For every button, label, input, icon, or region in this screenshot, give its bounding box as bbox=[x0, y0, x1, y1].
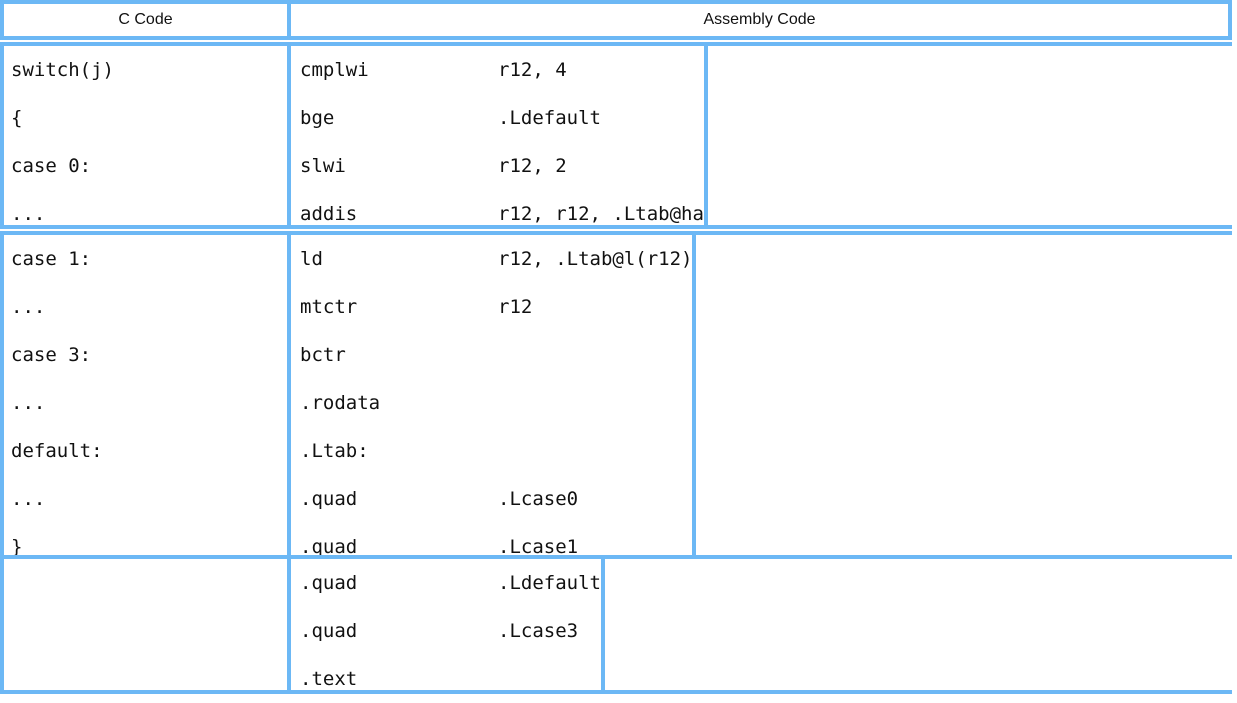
c-code-line: case 3: bbox=[11, 344, 92, 366]
assembly-line: ld r12, .Ltab@l(r12) bbox=[291, 235, 692, 283]
assembly-operands: .Lcase3 bbox=[498, 620, 579, 642]
assembly-operands: .Lcase0 bbox=[498, 488, 579, 510]
c-code-line: ... bbox=[11, 488, 46, 510]
table-section-3: .quad .Ldefault .quad .Lcase3 .text bbox=[0, 559, 605, 690]
assembly-line: bge .Ldefault bbox=[291, 94, 704, 142]
column-header-assembly-code: Assembly Code bbox=[287, 4, 1228, 36]
assembly-mnemonic: ld bbox=[300, 248, 323, 270]
assembly-operands bbox=[498, 379, 692, 427]
assembly-line: .rodata bbox=[291, 379, 692, 427]
assembly-operands: r12, 4 bbox=[498, 59, 567, 81]
assembly-operands: r12, r12, .Ltab@ha bbox=[498, 203, 704, 225]
table-bottom-rule bbox=[0, 690, 1232, 694]
assembly-line: mtctr r12 bbox=[291, 283, 692, 331]
assembly-operands: .Ldefault bbox=[498, 572, 601, 594]
assembly-mnemonic: .quad bbox=[300, 620, 358, 642]
assembly-line: .quad .Lcase3 bbox=[291, 607, 601, 655]
header-rule-lower bbox=[0, 42, 1232, 46]
assembly-line: cmplwi r12, 4 bbox=[291, 46, 704, 94]
assembly-mnemonic: mtctr bbox=[300, 296, 358, 318]
assembly-operands bbox=[498, 427, 692, 475]
table-header-row: C Code Assembly Code bbox=[0, 0, 1232, 36]
assembly-line: .quad .Ldefault bbox=[291, 559, 601, 607]
table-section-1: switch(j) { case 0: ... cmplwi r12, 4 bg… bbox=[0, 46, 708, 225]
section-3-assembly-column: .quad .Ldefault .quad .Lcase3 .text bbox=[287, 559, 601, 690]
assembly-mnemonic: .quad bbox=[300, 488, 358, 510]
table-section-2: case 1: ... case 3: ... default: ... } l… bbox=[0, 235, 697, 558]
c-code-line: ... bbox=[11, 392, 46, 414]
assembly-mnemonic: .Ltab: bbox=[300, 440, 369, 462]
assembly-line: .quad .Lcase1 bbox=[291, 523, 692, 571]
section-divider-rule-upper bbox=[0, 225, 1232, 229]
assembly-operands: .Ldefault bbox=[498, 107, 601, 129]
assembly-mnemonic: .text bbox=[300, 668, 358, 690]
assembly-mnemonic: bge bbox=[300, 107, 335, 129]
assembly-mnemonic: bctr bbox=[300, 344, 346, 366]
assembly-mnemonic: .quad bbox=[300, 572, 358, 594]
assembly-line: slwi r12, 2 bbox=[291, 142, 704, 190]
assembly-line: .text bbox=[291, 655, 601, 703]
c-code-line: case 0: bbox=[11, 155, 92, 177]
assembly-operands bbox=[498, 331, 692, 379]
section-2-assembly-column: ld r12, .Ltab@l(r12) mtctr r12 bctr .rod… bbox=[287, 235, 692, 558]
assembly-mnemonic: addis bbox=[300, 203, 358, 225]
c-code-line: switch(j) bbox=[11, 59, 114, 81]
assembly-operands: r12, .Ltab@l(r12) bbox=[498, 248, 693, 270]
section-1-assembly-column: cmplwi r12, 4 bge .Ldefault slwi r12, 2 … bbox=[287, 46, 704, 225]
section-1-c-column: switch(j) { case 0: ... bbox=[4, 46, 287, 225]
section-divider-rule-single bbox=[0, 555, 1232, 559]
assembly-mnemonic: slwi bbox=[300, 155, 346, 177]
c-code-line: } bbox=[11, 536, 23, 558]
assembly-line: bctr bbox=[291, 331, 692, 379]
section-divider-rule-lower bbox=[0, 231, 1232, 235]
column-header-c-code: C Code bbox=[118, 11, 173, 28]
assembly-mnemonic: .quad bbox=[300, 536, 358, 558]
assembly-operands: r12, 2 bbox=[498, 155, 567, 177]
assembly-operands bbox=[498, 655, 601, 703]
assembly-line: .Ltab: bbox=[291, 427, 692, 475]
c-code-line: ... bbox=[11, 296, 46, 318]
c-code-line: { bbox=[11, 107, 23, 129]
header-rule-upper bbox=[0, 36, 1232, 40]
c-code-line: ... bbox=[11, 203, 46, 225]
assembly-mnemonic: .rodata bbox=[300, 392, 381, 414]
assembly-line: addis r12, r12, .Ltab@ha bbox=[291, 190, 704, 238]
assembly-operands: r12 bbox=[498, 296, 533, 318]
section-2-c-column: case 1: ... case 3: ... default: ... } bbox=[4, 235, 287, 558]
section-3-c-column bbox=[4, 559, 287, 690]
c-code-line: default: bbox=[11, 440, 103, 462]
assembly-operands: .Lcase1 bbox=[498, 536, 579, 558]
assembly-mnemonic: cmplwi bbox=[300, 59, 369, 81]
assembly-line: .quad .Lcase0 bbox=[291, 475, 692, 523]
c-code-line: case 1: bbox=[11, 248, 92, 270]
